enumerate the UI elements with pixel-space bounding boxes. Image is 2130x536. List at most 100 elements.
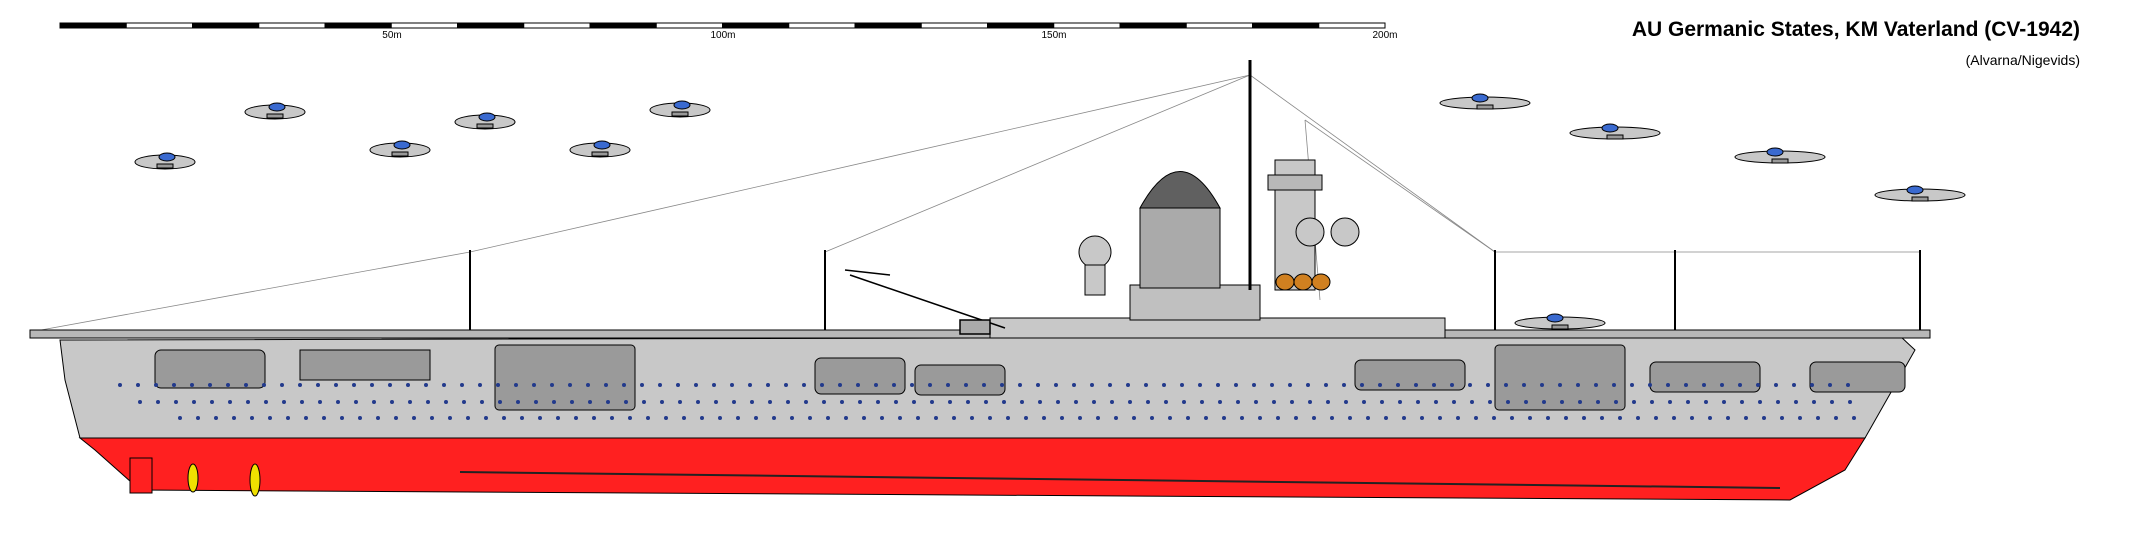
- porthole: [1672, 416, 1676, 420]
- scale-segment: [987, 22, 1055, 29]
- scale-label-150m: 150m: [1041, 30, 1066, 41]
- porthole: [1686, 400, 1690, 404]
- porthole: [1762, 416, 1766, 420]
- porthole: [1666, 383, 1670, 387]
- porthole: [768, 400, 772, 404]
- porthole: [1420, 416, 1424, 420]
- porthole: [550, 383, 554, 387]
- porthole: [1078, 416, 1082, 420]
- porthole: [948, 400, 952, 404]
- scale-segment: [258, 22, 326, 29]
- porthole: [1128, 400, 1132, 404]
- porthole: [1510, 416, 1514, 420]
- porthole: [964, 383, 968, 387]
- porthole: [388, 383, 392, 387]
- bilge-keel: [459, 471, 1781, 489]
- porthole: [1456, 416, 1460, 420]
- porthole: [1452, 400, 1456, 404]
- porthole: [1258, 416, 1262, 420]
- porthole: [1846, 383, 1850, 387]
- porthole: [1308, 400, 1312, 404]
- porthole: [642, 400, 646, 404]
- porthole: [844, 416, 848, 420]
- porthole: [930, 400, 934, 404]
- porthole: [118, 383, 122, 387]
- porthole: [370, 383, 374, 387]
- porthole: [154, 383, 158, 387]
- porthole: [658, 383, 662, 387]
- rigging: [29, 74, 1920, 333]
- porthole: [1758, 400, 1762, 404]
- scale-segment: [457, 22, 525, 29]
- scale-segment: [1318, 22, 1386, 29]
- porthole: [138, 400, 142, 404]
- scale-segment: [390, 22, 458, 29]
- porthole: [1558, 383, 1562, 387]
- aircraft-icon: [1874, 185, 1966, 202]
- porthole: [1774, 383, 1778, 387]
- porthole: [1380, 400, 1384, 404]
- porthole: [676, 383, 680, 387]
- porthole: [1720, 383, 1724, 387]
- scale-segment: [920, 22, 988, 29]
- porthole: [1450, 383, 1454, 387]
- porthole: [264, 400, 268, 404]
- porthole: [1342, 383, 1346, 387]
- aircraft-icon: [454, 112, 516, 130]
- porthole: [1416, 400, 1420, 404]
- porthole: [664, 416, 668, 420]
- porthole: [1792, 383, 1796, 387]
- scale-segment: [1119, 22, 1187, 29]
- porthole: [1254, 400, 1258, 404]
- porthole: [1360, 383, 1364, 387]
- porthole: [1036, 383, 1040, 387]
- porthole: [802, 383, 806, 387]
- porthole: [250, 416, 254, 420]
- porthole: [498, 400, 502, 404]
- porthole: [322, 416, 326, 420]
- porthole: [898, 416, 902, 420]
- porthole: [1690, 416, 1694, 420]
- porthole: [934, 416, 938, 420]
- porthole: [318, 400, 322, 404]
- porthole: [1540, 383, 1544, 387]
- porthole: [748, 383, 752, 387]
- porthole: [412, 416, 416, 420]
- porthole: [466, 416, 470, 420]
- porthole: [1434, 400, 1438, 404]
- porthole: [1564, 416, 1568, 420]
- porthole: [804, 400, 808, 404]
- porthole: [1272, 400, 1276, 404]
- porthole: [136, 383, 140, 387]
- porthole: [496, 383, 500, 387]
- scale-segment: [1185, 22, 1253, 29]
- porthole: [1110, 400, 1114, 404]
- porthole: [570, 400, 574, 404]
- porthole: [574, 416, 578, 420]
- porthole: [822, 400, 826, 404]
- porthole: [480, 400, 484, 404]
- porthole: [1000, 383, 1004, 387]
- porthole: [1240, 416, 1244, 420]
- hull-red-waterline: [78, 437, 1866, 501]
- porthole: [1576, 383, 1580, 387]
- porthole: [928, 383, 932, 387]
- porthole: [910, 383, 914, 387]
- porthole: [1362, 400, 1366, 404]
- porthole: [300, 400, 304, 404]
- porthole: [372, 400, 376, 404]
- porthole: [1018, 383, 1022, 387]
- porthole: [1542, 400, 1546, 404]
- porthole: [754, 416, 758, 420]
- scale-segment: [192, 22, 260, 29]
- porthole: [820, 383, 824, 387]
- porthole: [1810, 383, 1814, 387]
- porthole: [520, 416, 524, 420]
- porthole: [856, 383, 860, 387]
- porthole: [982, 383, 986, 387]
- porthole: [1216, 383, 1220, 387]
- aircraft-icon: [649, 100, 711, 118]
- porthole: [304, 416, 308, 420]
- porthole: [334, 383, 338, 387]
- porthole: [1614, 400, 1618, 404]
